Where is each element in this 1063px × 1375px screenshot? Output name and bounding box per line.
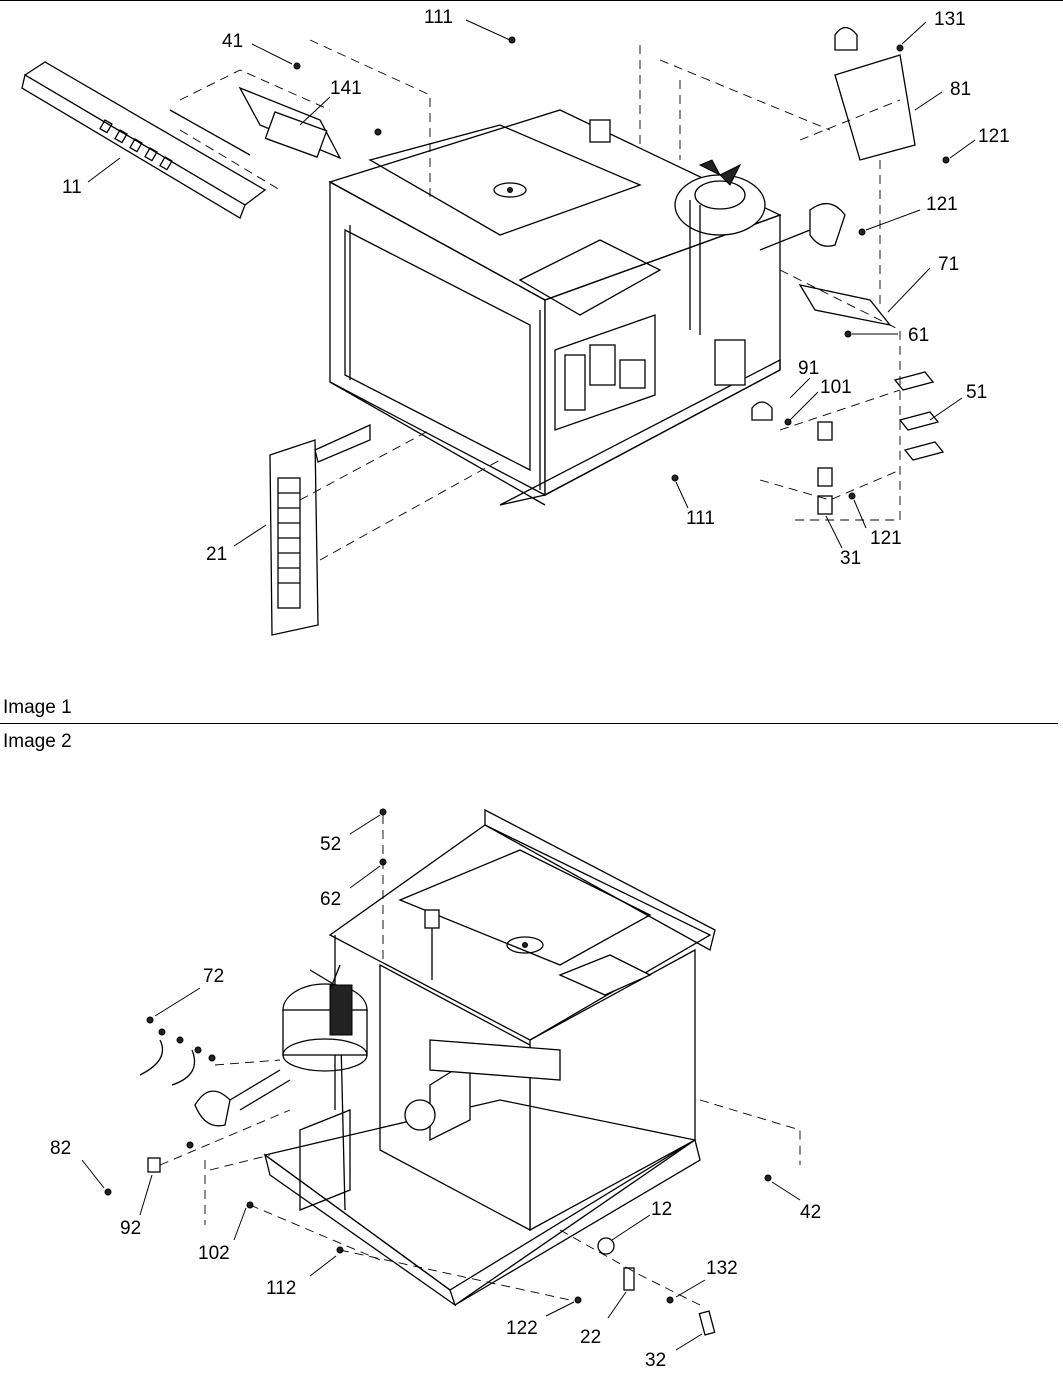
side-panel-part xyxy=(269,423,371,636)
callout-121-middle: 121 xyxy=(926,194,958,215)
panel-1-caption: Image 1 xyxy=(3,697,72,718)
callout-labels-2: 52 62 72 82 92 102 112 42 12 132 122 22 … xyxy=(50,834,821,1371)
callout-labels-1: 111 131 41 141 81 121 11 121 71 61 91 10… xyxy=(62,7,1010,569)
leader-lines-1 xyxy=(87,19,976,549)
top-border-line xyxy=(0,0,1063,1)
callout-42: 42 xyxy=(800,1202,821,1223)
image-1-drawing: 111 131 41 141 81 121 11 121 71 61 91 10… xyxy=(21,7,1010,636)
callout-61: 61 xyxy=(908,325,929,346)
small-parts-2 xyxy=(104,808,772,1336)
callout-62: 62 xyxy=(320,889,341,910)
callout-91: 91 xyxy=(798,358,819,379)
callout-71: 71 xyxy=(938,254,959,275)
image-2-drawing: 52 62 72 82 92 102 112 42 12 132 122 22 … xyxy=(50,808,821,1371)
callout-22: 22 xyxy=(580,1327,601,1348)
panel-divider-line xyxy=(0,723,1058,724)
callout-121-lower: 121 xyxy=(870,528,902,549)
callout-32: 32 xyxy=(645,1350,666,1371)
oven-cabinet-frame xyxy=(328,109,782,506)
leader-lines-2 xyxy=(81,814,801,1351)
callout-11: 11 xyxy=(62,177,82,198)
bracket-part xyxy=(238,86,342,160)
callout-52: 52 xyxy=(320,834,341,855)
callout-72: 72 xyxy=(203,966,224,987)
callout-132: 132 xyxy=(706,1258,738,1279)
callout-101: 101 xyxy=(820,377,852,398)
callout-82: 82 xyxy=(50,1138,71,1159)
screw-parts-1 xyxy=(293,36,950,500)
callout-12: 12 xyxy=(651,1199,672,1220)
callout-111-bottom: 111 xyxy=(686,508,715,529)
wire-parts xyxy=(139,1016,216,1086)
callout-122: 122 xyxy=(506,1318,538,1339)
callout-112: 112 xyxy=(266,1278,296,1299)
clip-parts xyxy=(751,371,945,515)
oven-rear-cabinet xyxy=(194,808,716,1307)
callout-102: 102 xyxy=(198,1243,230,1264)
callout-31: 31 xyxy=(840,548,861,569)
callout-41: 41 xyxy=(222,31,243,52)
callout-92: 92 xyxy=(120,1218,141,1239)
right-bracket-part xyxy=(834,26,916,161)
callout-131: 131 xyxy=(934,9,966,30)
callout-121-upper: 121 xyxy=(978,126,1010,147)
callout-51: 51 xyxy=(966,382,987,403)
callout-81: 81 xyxy=(950,79,971,100)
panel-2-caption: Image 2 xyxy=(3,731,72,752)
callout-21: 21 xyxy=(206,544,227,565)
callout-141: 141 xyxy=(330,78,362,99)
callout-111-top: 111 xyxy=(424,7,453,28)
control-panel-bar-part xyxy=(21,61,267,219)
assembly-lines-1 xyxy=(179,39,901,561)
